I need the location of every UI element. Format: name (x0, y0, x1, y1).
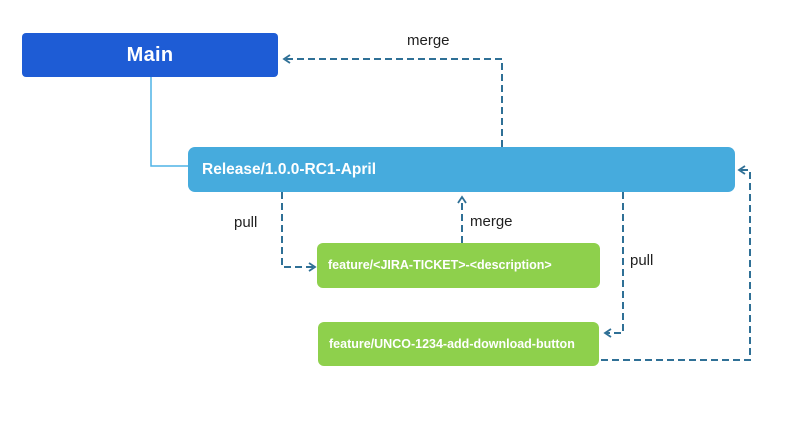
edge-label-merge-release-to-main: merge (407, 32, 450, 49)
edge-pull-release-to-feature-template (281, 192, 317, 272)
edge-merge-release-to-main (282, 54, 503, 147)
edge-pull-release-to-feature-unco (603, 192, 624, 338)
edge-feature-unco-to-release (601, 165, 751, 361)
branch-node-main: Main (22, 33, 278, 77)
edge-label-merge-feature-template-to-release: merge (470, 213, 513, 230)
edge-label-pull-release-to-feature-template: pull (234, 214, 258, 231)
branch-node-feature-unco: feature/UNCO-1234-add-download-button (318, 322, 599, 366)
branch-node-release: Release/1.0.0-RC1-April (188, 147, 735, 192)
branch-node-feature-template: feature/<JIRA-TICKET>-<description> (317, 243, 600, 288)
edge-label-pull-release-to-feature-unco: pull (630, 252, 654, 269)
branch-line-main-to-release (150, 77, 188, 167)
